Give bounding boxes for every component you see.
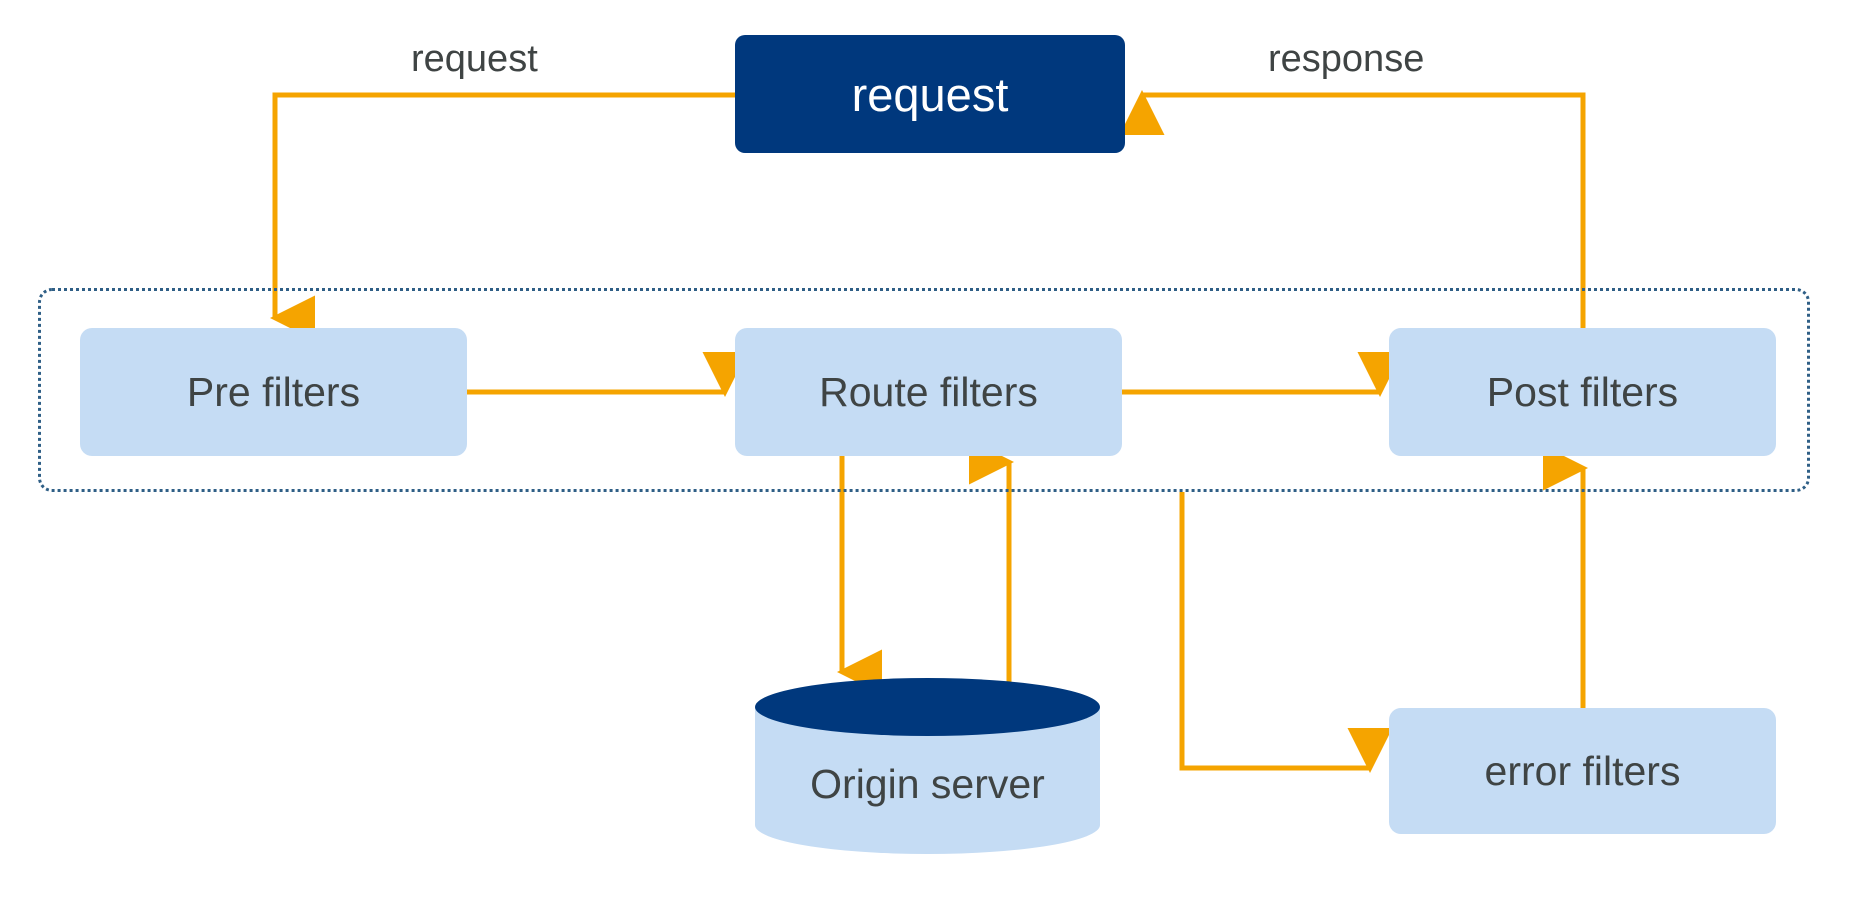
edge-route-to-error-filters [1179, 492, 1393, 773]
node-error-filters[interactable]: error filters [1389, 708, 1776, 834]
edge-post-filters-to-request [1119, 90, 1586, 340]
node-post-filters[interactable]: Post filters [1389, 328, 1776, 456]
filter-chain-group-box [38, 288, 1810, 492]
node-error-filters-label: error filters [1484, 747, 1681, 794]
cylinder-top-ellipse [755, 678, 1100, 736]
node-origin-server-label: Origin server [810, 761, 1045, 807]
edge-label-request: request [411, 38, 538, 80]
edge-label-response: response [1268, 38, 1425, 80]
node-origin-server[interactable]: Origin server [755, 678, 1100, 860]
node-request-label: request [851, 67, 1009, 121]
node-pre-filters-label: Pre filters [186, 368, 361, 415]
node-post-filters-label: Post filters [1486, 368, 1679, 415]
node-route-filters[interactable]: Route filters [735, 328, 1122, 456]
node-request[interactable]: request [735, 35, 1125, 153]
node-route-filters-label: Route filters [819, 368, 1038, 415]
node-pre-filters[interactable]: Pre filters [80, 328, 467, 456]
edge-request-to-pre-filters [270, 92, 735, 341]
